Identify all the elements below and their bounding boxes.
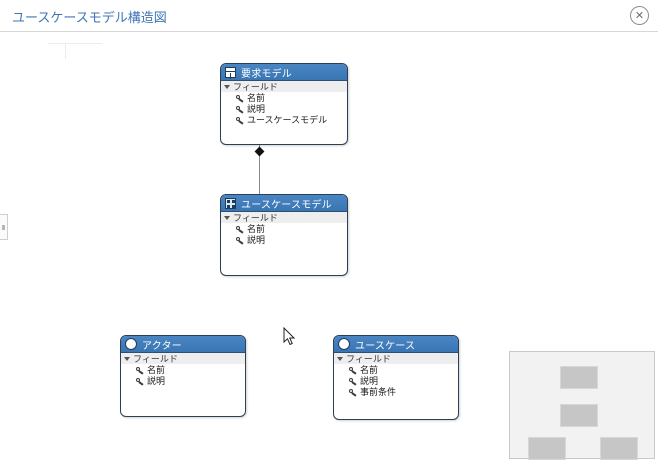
- composition-diamond-icon: [254, 146, 265, 157]
- field-group-row[interactable]: フィールド: [221, 212, 347, 223]
- key-icon: [236, 225, 244, 233]
- list-item[interactable]: 説明: [121, 375, 245, 386]
- model-icon: [225, 66, 236, 79]
- chevron-down-icon[interactable]: [224, 84, 230, 89]
- minimap-node-box: [560, 366, 598, 389]
- dialog-header: ユースケースモデル構造図 ✕: [0, 0, 658, 32]
- diagram-icon: [225, 197, 236, 209]
- collapsed-panel-handle[interactable]: [0, 214, 8, 240]
- node-body: フィールド 名前 説明 ユースケースモデル: [221, 81, 347, 125]
- minimap-panel[interactable]: [509, 351, 655, 460]
- node-title: ユースケースモデル: [241, 199, 332, 211]
- field-label: ユースケースモデル: [247, 115, 328, 125]
- list-item[interactable]: 名前: [221, 223, 347, 234]
- field-label: 事前条件: [360, 387, 397, 397]
- ellipse-icon: [338, 338, 350, 350]
- node-header: 要求モデル: [221, 64, 347, 81]
- list-item[interactable]: 説明: [334, 375, 458, 386]
- field-group-label: フィールド: [233, 82, 278, 92]
- minimap-node-box: [560, 404, 598, 427]
- page-title: ユースケースモデル構造図: [12, 10, 167, 25]
- close-icon[interactable]: ✕: [630, 6, 649, 25]
- guide-line-vertical: [65, 43, 66, 59]
- list-item[interactable]: 事前条件: [334, 386, 458, 397]
- minimap-node-box: [528, 437, 566, 460]
- key-icon: [136, 377, 144, 385]
- list-item[interactable]: 名前: [121, 364, 245, 375]
- field-group-row[interactable]: フィールド: [334, 353, 458, 364]
- list-item[interactable]: ユースケースモデル: [221, 114, 347, 125]
- field-label: 説明: [147, 376, 166, 386]
- field-group-label: フィールド: [133, 354, 178, 364]
- mouse-cursor-icon: [283, 327, 296, 346]
- node-header: アクター: [121, 336, 245, 353]
- field-label: 説明: [360, 376, 379, 386]
- chevron-down-icon[interactable]: [124, 356, 130, 361]
- node-title: ユースケース: [355, 340, 416, 352]
- field-label: 説明: [247, 235, 266, 245]
- key-icon: [236, 236, 244, 244]
- key-icon: [349, 388, 357, 396]
- node-title: 要求モデル: [241, 68, 292, 80]
- node-title: アクター: [142, 340, 182, 352]
- guide-line-horizontal: [48, 43, 102, 44]
- node-usecase-model[interactable]: ユースケースモデル フィールド 名前 説明: [220, 194, 348, 276]
- field-label: 名前: [247, 224, 266, 234]
- minimap-node-box: [600, 437, 638, 460]
- key-icon: [236, 116, 244, 124]
- list-item[interactable]: 名前: [221, 92, 347, 103]
- list-item[interactable]: 名前: [334, 364, 458, 375]
- key-icon: [136, 366, 144, 374]
- list-item[interactable]: 説明: [221, 234, 347, 245]
- node-body: フィールド 名前 説明: [121, 353, 245, 386]
- field-label: 名前: [360, 365, 379, 375]
- field-group-label: フィールド: [346, 354, 391, 364]
- field-group-row[interactable]: フィールド: [221, 81, 347, 92]
- diagram-canvas[interactable]: 要求モデル フィールド 名前 説明 ユースケースモデル ユースケー: [0, 32, 658, 463]
- node-header: ユースケースモデル: [221, 195, 347, 212]
- node-body: フィールド 名前 説明 事前条件: [334, 353, 458, 397]
- composition-connector-line: [259, 145, 260, 194]
- key-icon: [349, 366, 357, 374]
- field-group-label: フィールド: [233, 213, 278, 223]
- node-actor[interactable]: アクター フィールド 名前 説明: [120, 335, 246, 417]
- key-icon: [236, 94, 244, 102]
- chevron-down-icon[interactable]: [224, 215, 230, 220]
- field-group-row[interactable]: フィールド: [121, 353, 245, 364]
- node-usecase[interactable]: ユースケース フィールド 名前 説明 事前条件: [333, 335, 459, 420]
- field-label: 名前: [247, 93, 266, 103]
- field-label: 説明: [247, 104, 266, 114]
- chevron-down-icon[interactable]: [337, 356, 343, 361]
- node-body: フィールド 名前 説明: [221, 212, 347, 245]
- list-item[interactable]: 説明: [221, 103, 347, 114]
- node-requirement-model[interactable]: 要求モデル フィールド 名前 説明 ユースケースモデル: [220, 63, 348, 145]
- key-icon: [236, 105, 244, 113]
- ellipse-icon: [125, 338, 137, 350]
- field-label: 名前: [147, 365, 166, 375]
- key-icon: [349, 377, 357, 385]
- node-header: ユースケース: [334, 336, 458, 353]
